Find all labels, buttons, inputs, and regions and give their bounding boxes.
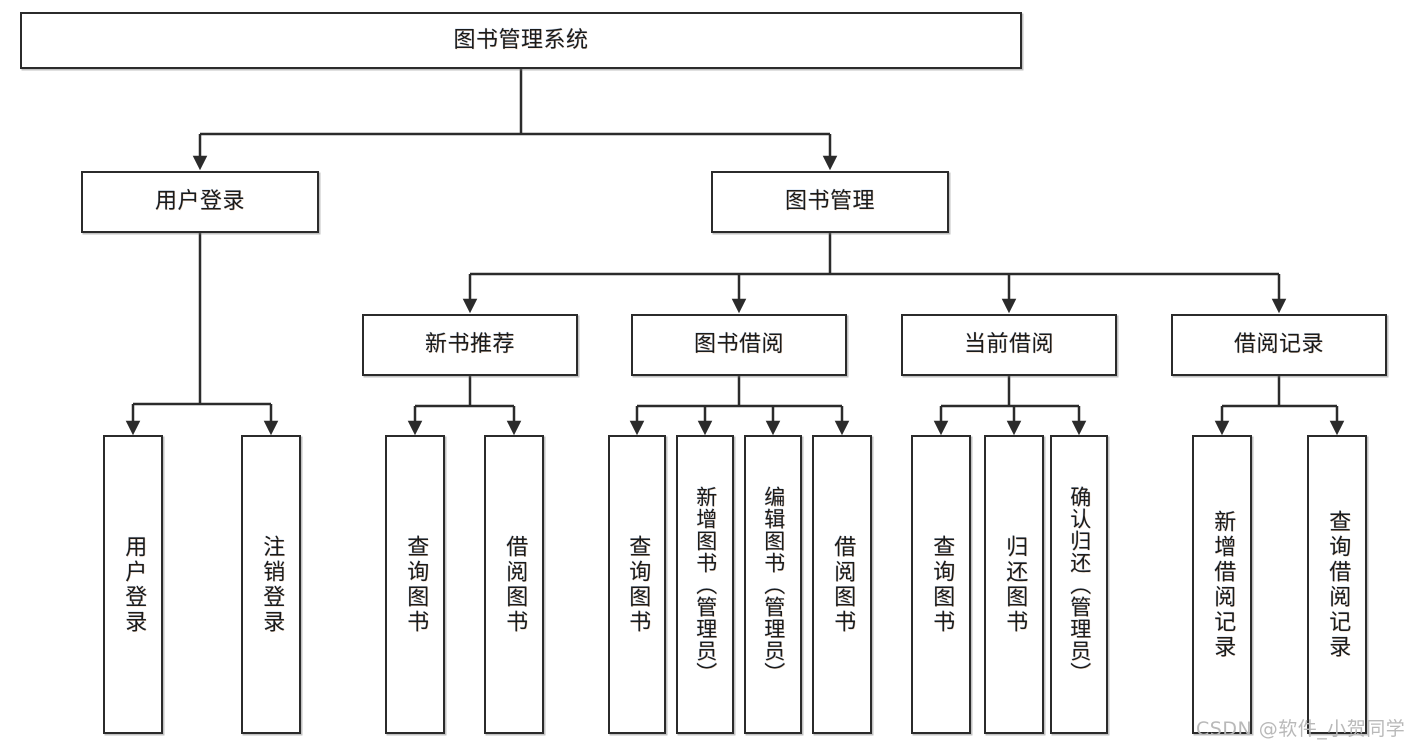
- node-book-management[interactable]: 图书管理: [711, 171, 949, 233]
- node-book-borrow-label: 图书借阅: [693, 332, 784, 358]
- node-root-label: 图书管理系统: [453, 27, 589, 53]
- leaf-node-label: 编辑图书（管理员）: [761, 485, 786, 684]
- node-user-login-label: 用户登录: [154, 189, 245, 215]
- leaf-node-label: 用户登录: [121, 534, 147, 635]
- leaf-node[interactable]: 新增借阅记录: [1192, 435, 1252, 734]
- node-book-management-label: 图书管理: [784, 189, 875, 215]
- leaf-node[interactable]: 编辑图书（管理员）: [744, 435, 802, 734]
- leaf-node-label: 借阅图书: [830, 534, 856, 635]
- leaf-node[interactable]: 归还图书: [984, 435, 1044, 734]
- leaf-node[interactable]: 新增图书（管理员）: [676, 435, 734, 734]
- leaf-node[interactable]: 借阅图书: [484, 435, 544, 734]
- node-borrow-records[interactable]: 借阅记录: [1171, 314, 1387, 376]
- leaf-node[interactable]: 查询图书: [385, 435, 445, 734]
- leaf-node[interactable]: 用户登录: [103, 435, 163, 734]
- leaf-node[interactable]: 查询图书: [608, 435, 666, 734]
- node-user-login[interactable]: 用户登录: [81, 171, 319, 233]
- node-current-borrow-label: 当前借阅: [963, 332, 1054, 358]
- leaf-node-label: 查询借阅记录: [1325, 509, 1351, 660]
- leaf-node[interactable]: 确认归还（管理员）: [1050, 435, 1108, 734]
- leaf-node[interactable]: 查询借阅记录: [1307, 435, 1367, 734]
- leaf-node-label: 查询图书: [403, 534, 429, 635]
- leaf-node-label: 注销登录: [259, 534, 285, 635]
- leaf-node[interactable]: 查询图书: [911, 435, 971, 734]
- node-root-system[interactable]: 图书管理系统: [20, 12, 1022, 69]
- leaf-node-label: 归还图书: [1002, 534, 1028, 635]
- leaf-node[interactable]: 借阅图书: [812, 435, 872, 734]
- leaf-node-label: 新增图书（管理员）: [693, 485, 718, 684]
- leaf-node-label: 新增借阅记录: [1210, 509, 1236, 660]
- leaf-node-label: 查询图书: [929, 534, 955, 635]
- node-current-borrow[interactable]: 当前借阅: [901, 314, 1117, 376]
- leaf-node-label: 查询图书: [625, 534, 651, 635]
- leaf-node-label: 确认归还（管理员）: [1067, 485, 1092, 684]
- node-new-book-recommend[interactable]: 新书推荐: [362, 314, 578, 376]
- csdn-watermark: CSDN @软件_小贺同学: [1196, 718, 1405, 740]
- leaf-node[interactable]: 注销登录: [241, 435, 301, 734]
- node-book-borrow[interactable]: 图书借阅: [631, 314, 847, 376]
- node-new-book-recommend-label: 新书推荐: [424, 332, 515, 358]
- leaf-node-label: 借阅图书: [502, 534, 528, 635]
- node-borrow-records-label: 借阅记录: [1233, 332, 1324, 358]
